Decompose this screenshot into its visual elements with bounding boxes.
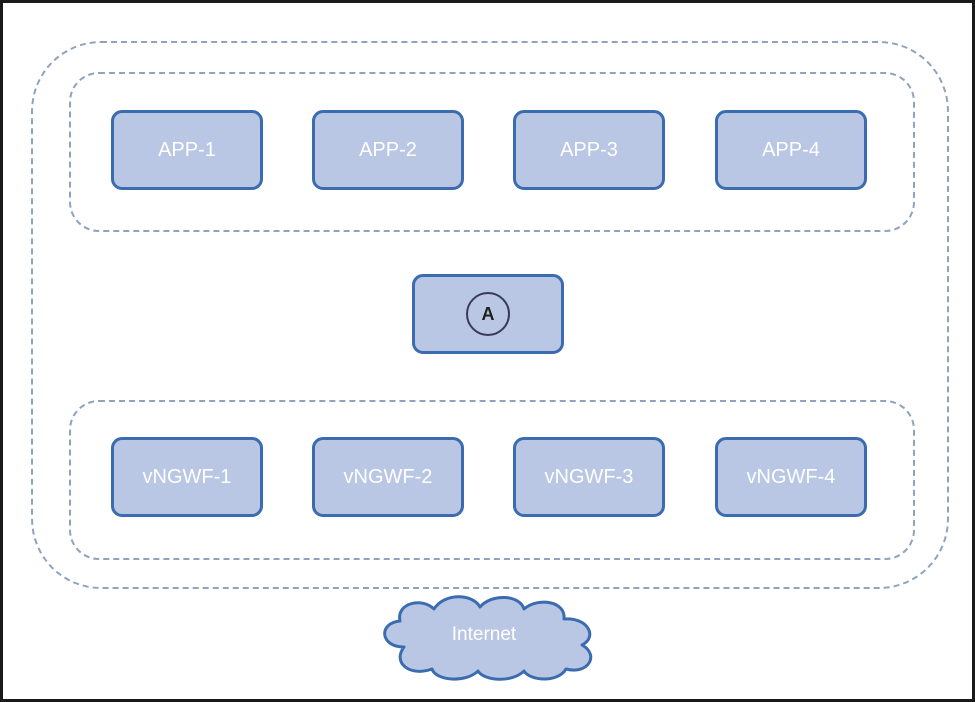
app-3-node[interactable]: APP-3 [513, 110, 665, 190]
vngwf-1-label: vNGWF-1 [142, 465, 232, 488]
internet-label: Internet [451, 624, 517, 645]
app-2-node[interactable]: APP-2 [312, 110, 464, 190]
vngwf-1-node[interactable]: vNGWF-1 [111, 437, 263, 517]
firewall-tier-group [69, 400, 915, 560]
app-3-label: APP-3 [560, 138, 618, 161]
app-4-node[interactable]: APP-4 [715, 110, 867, 190]
app-1-node[interactable]: APP-1 [111, 110, 263, 190]
app-4-label: APP-4 [762, 138, 820, 161]
app-tier-group [69, 72, 915, 232]
app-2-label: APP-2 [359, 138, 417, 161]
a-marker-circle: A [466, 292, 510, 336]
vngwf-4-node[interactable]: vNGWF-4 [715, 437, 867, 517]
vngwf-4-label: vNGWF-4 [746, 465, 836, 488]
vngwf-2-label: vNGWF-2 [343, 465, 433, 488]
vngwf-3-label: vNGWF-3 [544, 465, 634, 488]
vngwf-2-node[interactable]: vNGWF-2 [312, 437, 464, 517]
internet-cloud[interactable]: Internet [374, 589, 606, 681]
cloud-icon [383, 595, 593, 681]
outer-network-boundary [31, 41, 949, 589]
vngwf-3-node[interactable]: vNGWF-3 [513, 437, 665, 517]
a-marker-label: A [481, 303, 495, 324]
app-1-label: APP-1 [158, 138, 216, 161]
center-a-node[interactable]: A [412, 274, 564, 354]
